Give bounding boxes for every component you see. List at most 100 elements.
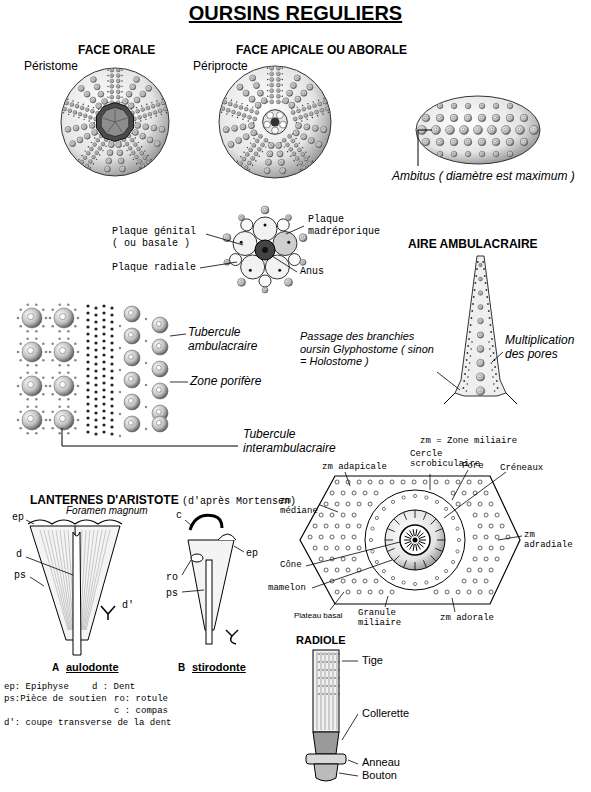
tubercle <box>237 112 241 116</box>
tubercle <box>299 161 303 165</box>
part-label: Plaque madréporique <box>308 214 390 237</box>
leader-line <box>170 382 188 383</box>
part-label: mamelon <box>268 583 306 593</box>
tubercle <box>147 137 153 143</box>
granule <box>471 310 473 312</box>
granule <box>94 362 97 365</box>
mamelon <box>128 376 133 381</box>
tubercle <box>248 123 254 129</box>
tubercle <box>228 102 232 106</box>
mamelon <box>233 127 235 129</box>
granule <box>86 388 89 391</box>
mamelon <box>137 110 138 111</box>
mamelon <box>91 148 92 149</box>
tubercle <box>464 138 472 146</box>
tubercle <box>78 85 84 91</box>
granule <box>42 427 45 430</box>
mamelon <box>318 143 320 145</box>
granule <box>35 303 38 306</box>
mamelon <box>467 153 469 155</box>
granule <box>35 405 38 408</box>
granule <box>119 413 121 415</box>
mamelon <box>92 78 94 80</box>
tubercle <box>250 75 256 81</box>
tubercle <box>267 151 273 157</box>
tubercle <box>479 151 485 157</box>
mamelon <box>240 106 241 107</box>
granule <box>94 425 97 428</box>
part-label: FACE ORALE <box>78 44 155 58</box>
mamelon <box>28 348 34 354</box>
granule <box>35 432 38 435</box>
granule <box>141 146 142 147</box>
mamelon <box>466 116 468 118</box>
granule <box>293 160 294 161</box>
tubercle <box>110 95 114 99</box>
mamelon <box>266 169 268 171</box>
tubercle <box>96 138 100 142</box>
leader-line <box>345 472 350 486</box>
granule <box>145 384 147 386</box>
mamelon <box>246 154 247 155</box>
granule <box>297 106 298 107</box>
tubercle <box>54 342 74 362</box>
tubercle <box>154 141 160 147</box>
granule <box>17 317 20 320</box>
mamelon <box>117 75 118 76</box>
granule <box>88 146 89 147</box>
tubercle <box>128 103 134 109</box>
tubercle <box>90 109 94 113</box>
granule <box>338 685 340 687</box>
granule <box>35 371 38 374</box>
tubercle <box>285 143 289 147</box>
tubercle <box>301 152 305 156</box>
mamelon <box>314 127 316 129</box>
granule <box>297 165 298 166</box>
granule <box>493 383 495 385</box>
tubercle <box>146 160 150 164</box>
granule <box>119 435 121 437</box>
tubercle <box>477 346 484 353</box>
mamelon <box>128 93 130 95</box>
mamelon <box>453 105 455 107</box>
tubercle <box>309 112 313 116</box>
tubercle <box>237 278 245 286</box>
granule <box>489 317 491 319</box>
mamelon <box>130 104 132 106</box>
granule <box>94 327 97 330</box>
part-label: zm adapicale <box>322 462 387 472</box>
granule <box>26 303 29 306</box>
mamelon <box>287 281 289 283</box>
tubercle <box>291 139 295 143</box>
tubercle <box>22 308 42 328</box>
mamelon <box>300 162 301 163</box>
leader-line <box>206 234 243 245</box>
tubercle <box>98 91 104 97</box>
mamelon <box>128 332 133 337</box>
mamelon <box>263 208 265 210</box>
tubercle <box>124 416 140 432</box>
mamelon <box>238 113 239 114</box>
mamelon <box>259 92 261 94</box>
granule <box>89 120 90 121</box>
mamelon <box>60 348 66 354</box>
granule <box>492 345 494 347</box>
mamelon <box>448 128 451 131</box>
tubercle <box>105 166 111 172</box>
granule <box>232 115 233 116</box>
tubercle <box>474 126 483 135</box>
mamelon <box>277 90 278 91</box>
tubercle <box>293 130 299 136</box>
tubercle <box>116 79 120 83</box>
granule <box>72 100 73 101</box>
tubercle <box>152 383 168 399</box>
tubercle <box>124 394 140 410</box>
mamelon <box>153 127 155 129</box>
granule <box>477 261 479 263</box>
tubercle <box>163 107 167 111</box>
tubercle <box>255 139 259 143</box>
leader-line <box>437 372 460 390</box>
mamelon <box>479 292 480 293</box>
granule <box>302 105 303 106</box>
leader-line <box>26 520 34 524</box>
